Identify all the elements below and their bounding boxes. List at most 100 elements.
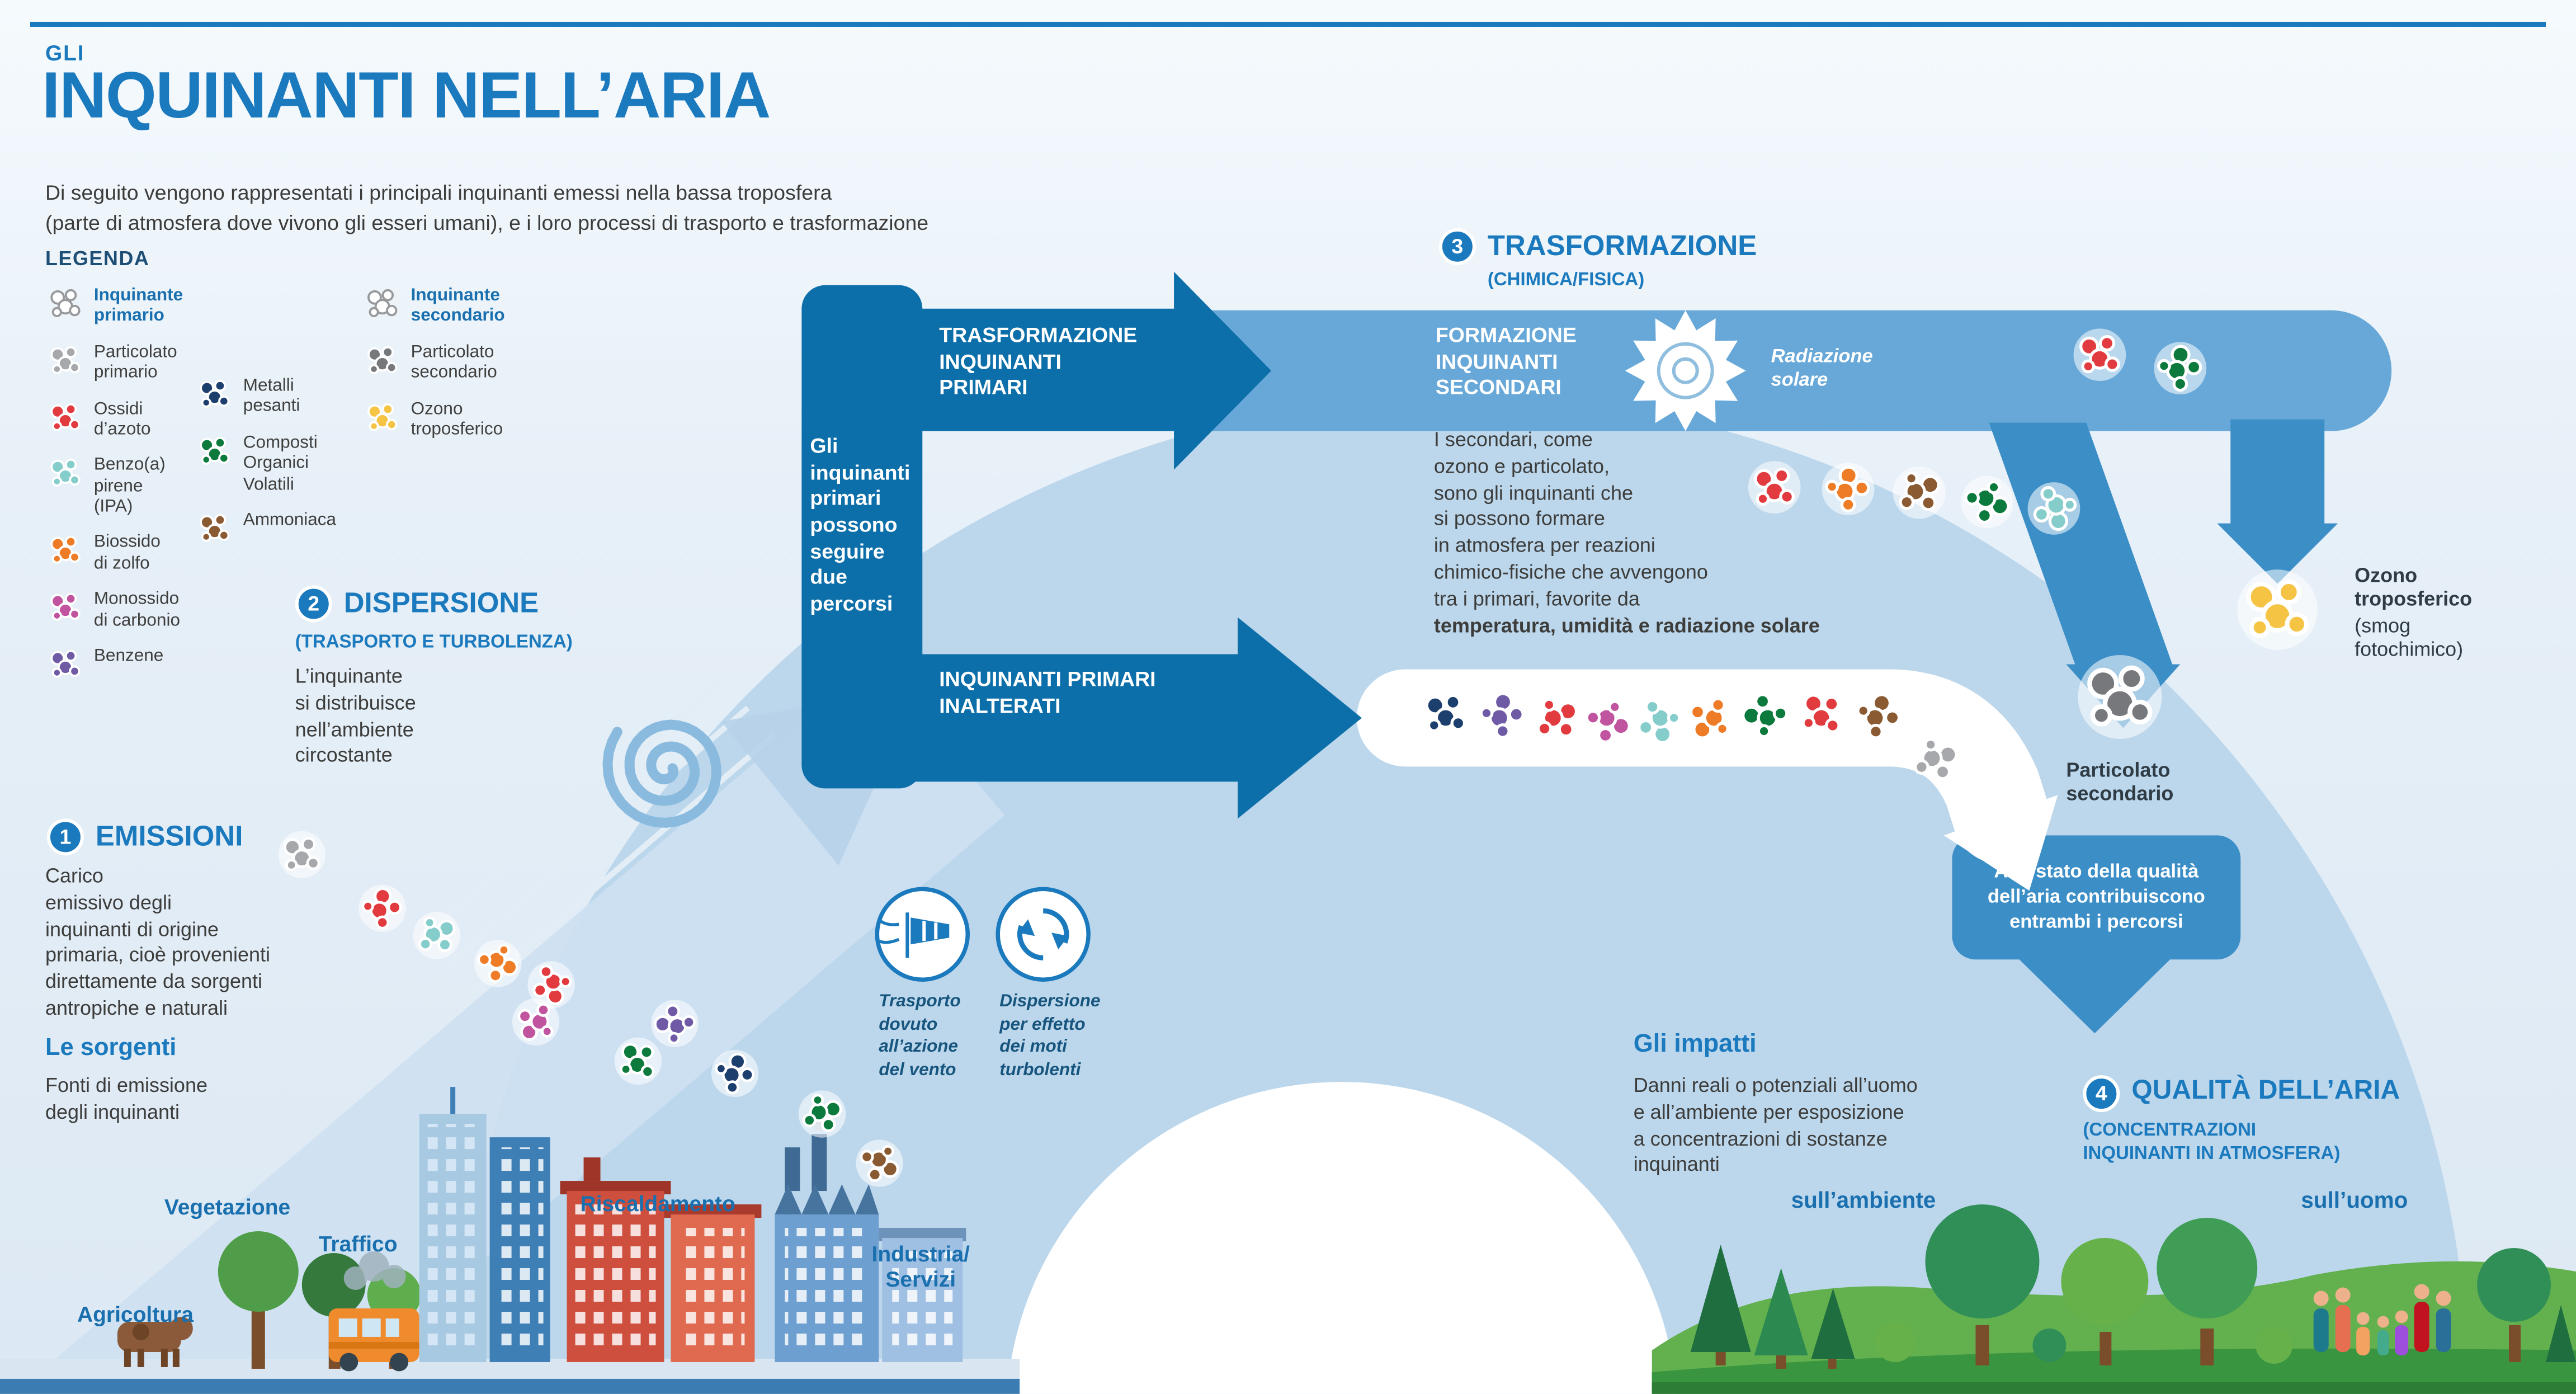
transformation-arrow-label: TRASFORMAZIONE INQUINANTI PRIMARI (939, 323, 1138, 400)
heating-buildings (560, 1157, 762, 1362)
primary-pollutant-icon (47, 285, 84, 322)
step-1-number: 1 (46, 818, 84, 856)
legend-item: Particolato primario (47, 342, 201, 383)
ozone-label: Ozono troposferico (2355, 563, 2473, 611)
step-2-body: L’inquinante si distribuisce nell’ambien… (295, 664, 416, 767)
wind-transport-icon (875, 887, 970, 982)
industry-label: Industria/ Servizi (871, 1241, 970, 1292)
round-trees (1875, 1204, 2576, 1365)
unaltered-dark-arrowhead (1238, 617, 1362, 819)
city-scene (0, 1087, 1020, 1394)
sources-body: Fonti di emissione degli inquinanti (45, 1073, 207, 1124)
people-group (2313, 1284, 2451, 1355)
ammoniaca-icon (196, 510, 233, 547)
step-2-subtitle: (TRASPORTO E TURBOLENZA) (295, 632, 573, 653)
cow-illustration (117, 1316, 193, 1367)
contribute-note: Allo stato della qualità dell’aria contr… (1987, 862, 2205, 934)
environment-scene (1652, 1204, 2576, 1394)
page-kicker: GLI (45, 40, 85, 65)
turbulence-caption: Dispersione per effetto dei moti turbole… (999, 991, 1101, 1080)
particolato-primario-icon (47, 342, 84, 379)
solar-radiation-label: Radiazione solare (1771, 347, 1873, 392)
legend-item-label: Ossidi d’azoto (93, 398, 151, 440)
environment-label: sull’ambiente (1791, 1188, 1936, 1213)
step-4-title: QUALITÀ DELL’ARIA (2131, 1077, 2400, 1106)
quality-arrowhead (2016, 956, 2174, 1034)
formation-band-label: FORMAZIONE INQUINANTI SECONDARI (1435, 323, 1577, 400)
ozone-arrowhead (2217, 523, 2338, 584)
legend-item: Ossidi d’azoto (47, 398, 201, 440)
pine-trees (1690, 1245, 1855, 1369)
benzo-a-pirene-icon (47, 455, 84, 492)
legend-item: Ozono troposferico (364, 398, 518, 440)
step-3-title: TRASFORMAZIONE (1487, 229, 1757, 262)
skyscrapers (419, 1087, 550, 1362)
legend-item-label: Particolato secondario (411, 341, 497, 383)
two-paths-label: Gli inquinanti primari possono seguire d… (810, 434, 910, 615)
legend-item-label: Ammoniaca (243, 510, 337, 530)
unaltered-arrowhead (1943, 795, 2058, 891)
legend-item-label: Benzene (93, 646, 164, 666)
metalli-pesanti-icon (196, 376, 233, 413)
legend-item: Benzene (47, 646, 201, 682)
monossido-carbonio-icon (47, 589, 84, 626)
step-3-subtitle: (CHIMICA/FISICA) (1487, 270, 1645, 290)
step-3-number: 3 (1438, 228, 1476, 265)
legend-item-label: Inquinante primario (93, 285, 183, 326)
sun-icon (1625, 310, 1746, 431)
step-2-title: DISPERSIONE (343, 587, 539, 619)
legend-item: Inquinante secondario (364, 285, 518, 327)
step-1-title: EMISSIONI (95, 820, 243, 853)
legend-title: LEGENDA (45, 246, 150, 270)
sources-title: Le sorgenti (45, 1035, 177, 1062)
atmosphere-dome (456, 396, 2469, 1394)
legend-item: Biossido di zolfo (47, 533, 201, 574)
wind-caption: Trasporto dovuto all’azione del vento (879, 991, 961, 1080)
traffic-label: Traffico (318, 1231, 398, 1257)
legend-item-label: Composti Organici Volatili (243, 432, 318, 495)
step-1-body: Carico emissivo degli inquinanti di orig… (45, 864, 270, 1020)
legend-item: Particolato secondario (364, 342, 518, 383)
primary-arrows (801, 271, 1362, 819)
agriculture-label: Agricoltura (77, 1301, 194, 1327)
turbulence-spiral-icon (602, 719, 722, 828)
legend-item-label: Particolato primario (93, 341, 177, 383)
benzene-icon (47, 646, 84, 682)
impacts-title: Gli impatti (1633, 1030, 1757, 1059)
composti-organici-volatili-icon (196, 432, 233, 469)
legend-item: Ammoniaca (196, 510, 351, 547)
top-rule (30, 21, 2546, 27)
legend-item-label: Ozono troposferico (411, 398, 503, 440)
industry-buildings (775, 1110, 966, 1362)
transformation-arrowhead (1174, 271, 1272, 470)
step-2-number: 2 (295, 585, 332, 623)
inner-white-arc (1007, 1082, 1677, 1394)
two-paths-connector (801, 285, 923, 789)
legend-item-label: Inquinante secondario (411, 285, 505, 326)
page-title: INQUINANTI NELL’ARIA (41, 60, 771, 133)
particolato-secondario-icon (364, 342, 401, 379)
turbulence-dispersion-icon (996, 887, 1091, 982)
bus-illustration (328, 1308, 419, 1372)
step-4-subtitle: (CONCENTRAZIONI INQUINANTI IN ATMOSFERA) (2083, 1120, 2341, 1165)
impacts-body: Danni reali o potenziali all’uomo e all’… (1633, 1073, 1918, 1177)
step-4-number: 4 (2083, 1075, 2120, 1113)
vegetation-label: Vegetazione (164, 1194, 291, 1220)
legend-item-label: Benzo(a) pirene (IPA) (93, 455, 166, 517)
ozone-sublabel: (smog fotochimico) (2355, 614, 2464, 662)
secondary-description: I secondari, come ozono e particolato, s… (1433, 427, 1820, 637)
legend-item: Metalli pesanti (196, 376, 351, 417)
ossidi-azoto-icon (47, 398, 84, 435)
page-subtitle: Di seguito vengono rappresentati i princ… (45, 181, 929, 236)
exhaust-smoke (343, 1251, 406, 1291)
legend-item: Benzo(a) pirene (IPA) (47, 455, 201, 517)
legend-item-label: Biossido di zolfo (93, 532, 161, 573)
heating-label: Riscaldamento (580, 1191, 735, 1217)
secondary-particulate-label: Particolato secondario (2066, 758, 2174, 806)
legend-item: Composti Organici Volatili (196, 432, 351, 495)
